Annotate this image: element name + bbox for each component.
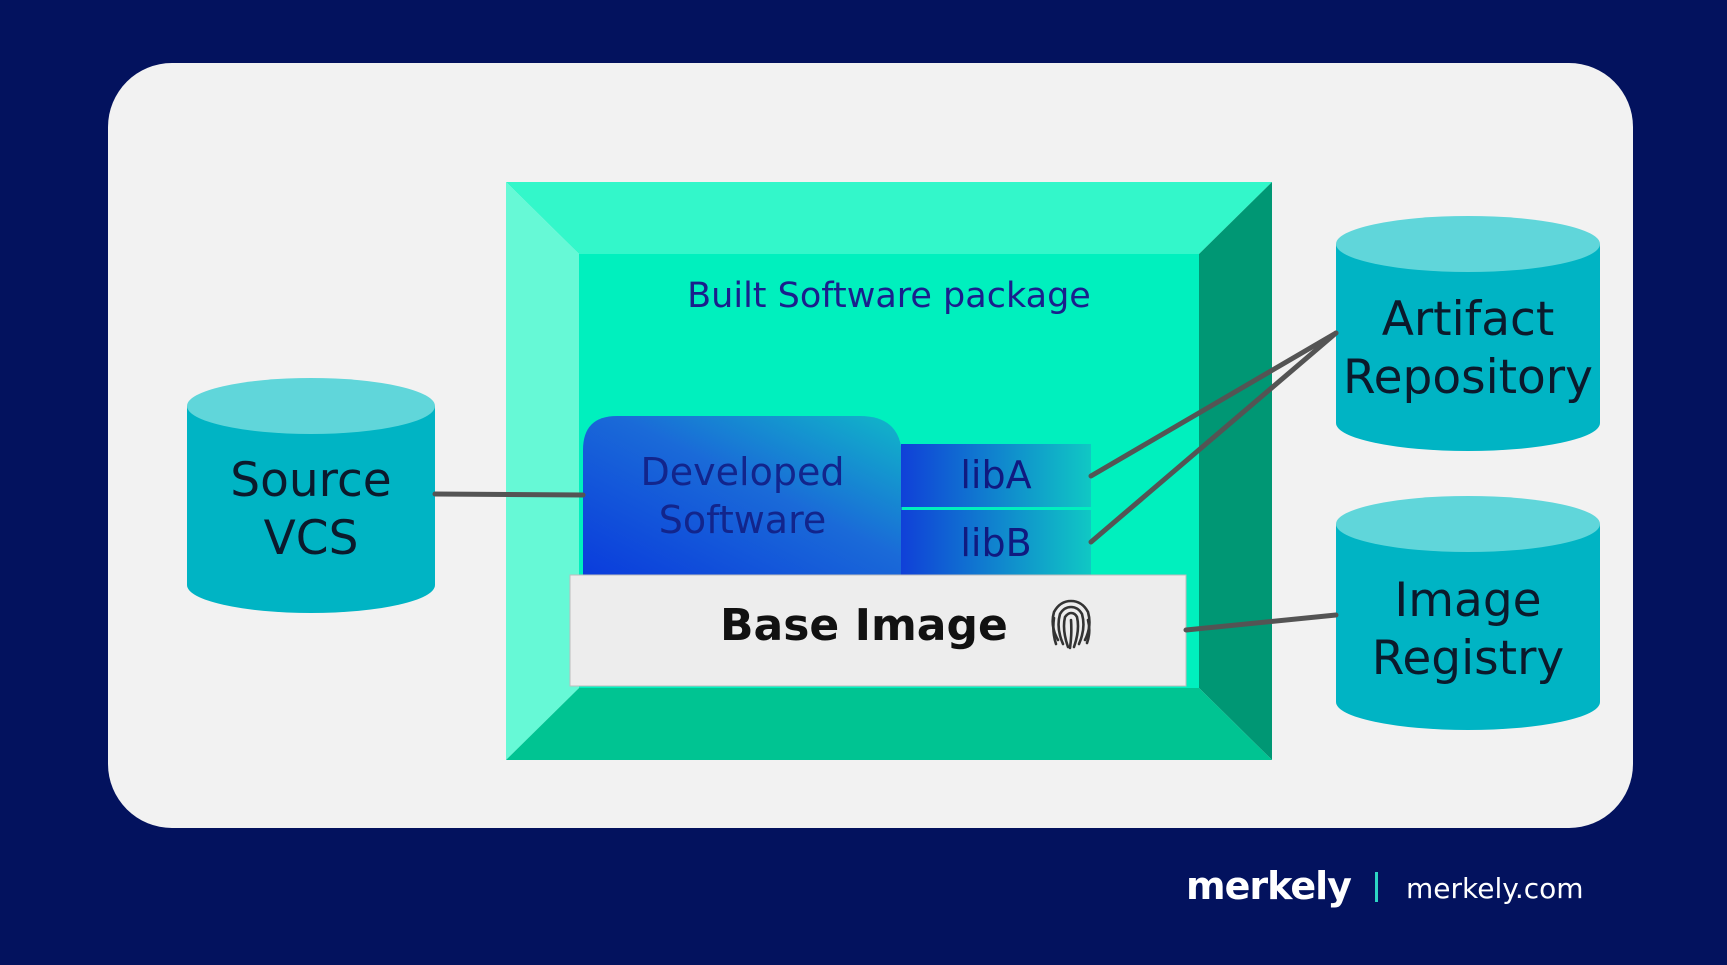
connector-base-registry <box>1183 612 1339 633</box>
developed-software-line-1: Developed <box>640 450 845 494</box>
source-vcs-cylinder <box>187 378 435 613</box>
artifact-repository-label: Artifact Repository <box>1336 289 1600 409</box>
connectors <box>432 330 1339 633</box>
footer-url: merkely.com <box>1406 872 1584 905</box>
lib-b-block <box>901 510 1091 576</box>
artifact-repository-cylinder <box>1336 216 1600 451</box>
package-bevel-left <box>506 182 579 760</box>
package-title: Built Software package <box>687 276 1091 316</box>
lib-a-label: libA <box>960 453 1032 497</box>
image-registry-cylinder <box>1336 496 1600 730</box>
developed-software-block <box>583 416 902 575</box>
merkely-logo: merkely <box>1186 864 1352 908</box>
artifact-repository-line-1: Artifact <box>1381 292 1555 347</box>
package-bevel-bottom <box>506 688 1272 760</box>
package-bevel-right <box>1199 182 1272 760</box>
footer-separator <box>1375 872 1378 902</box>
image-registry-label: Image Registry <box>1336 570 1600 690</box>
connector-liba-artifact <box>1088 330 1339 479</box>
package-bevel-top <box>506 182 1272 254</box>
lib-b-label: libB <box>960 521 1032 565</box>
fingerprint-icon <box>1051 599 1091 650</box>
image-registry-line-1: Image <box>1394 573 1542 628</box>
developed-software-label: Developed Software <box>585 448 900 544</box>
lib-a-block <box>901 444 1091 507</box>
base-image-label: Base Image <box>720 600 1008 651</box>
connector-vcs-developed <box>432 491 586 498</box>
source-vcs-label: Source VCS <box>187 450 435 570</box>
source-vcs-line-2: VCS <box>263 511 359 566</box>
image-registry-line-2: Registry <box>1371 631 1565 686</box>
connector-libb-artifact <box>1088 330 1339 545</box>
artifact-repository-line-2: Repository <box>1343 350 1593 405</box>
developed-software-line-2: Software <box>658 498 827 542</box>
source-vcs-line-1: Source <box>230 453 392 508</box>
